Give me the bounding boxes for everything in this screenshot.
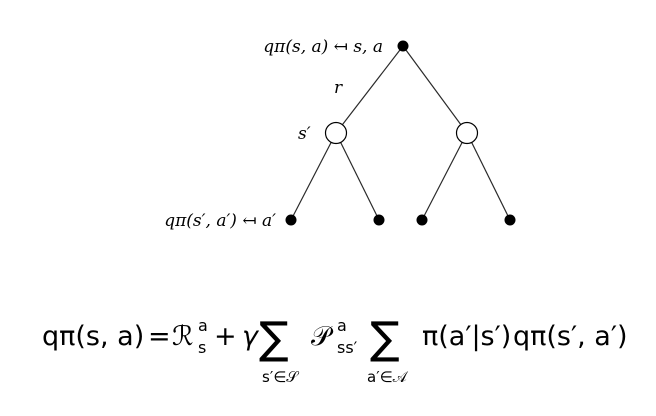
edge-left-leaf2	[335, 132, 380, 221]
equation-equals: =	[148, 321, 171, 352]
root-action-node	[397, 40, 409, 52]
state-node-left	[324, 121, 348, 145]
gamma-symbol: γ	[242, 321, 260, 352]
state-node-label: s′	[298, 124, 311, 144]
reward-symbol: ℛ	[172, 321, 194, 352]
policy-term: π(a′|s′)	[422, 321, 511, 352]
leaf-action-node-2	[373, 214, 385, 226]
equation-plus: +	[214, 321, 237, 352]
sum-states-subscript: s′∈𝒮	[262, 368, 299, 386]
state-node-right	[455, 121, 479, 145]
tree-edges	[290, 45, 511, 221]
sum-over-actions: ∑	[370, 313, 400, 364]
reward-superscript: a	[198, 316, 208, 335]
leaf-node-label: qπ(s′, a′) ↤ a′	[164, 211, 276, 231]
edge-right-leaf1	[421, 132, 468, 221]
bellman-equation: qπ(s, a) = ℛ a s + γ ∑ s′∈𝒮 𝒫 a ss′ ∑ a′…	[42, 313, 628, 386]
root-node-label: qπ(s, a) ↤ s, a	[263, 37, 383, 57]
sum-over-states: ∑	[259, 313, 289, 364]
edge-root-left	[335, 45, 404, 134]
sum-actions-subscript: a′∈𝒜	[367, 368, 409, 386]
edge-root-right	[402, 45, 468, 134]
reward-subscript: s	[198, 338, 206, 357]
transition-symbol: 𝒫	[311, 321, 334, 352]
edge-right-leaf2	[466, 132, 511, 221]
next-q-term: qπ(s′, a′)	[513, 321, 628, 352]
transition-subscript: ss′	[337, 338, 358, 357]
equation-lhs: qπ(s, a)	[42, 321, 144, 352]
edge-reward-label: r	[334, 78, 343, 98]
leaf-action-node-3	[416, 214, 428, 226]
edge-left-leaf1	[290, 132, 337, 221]
leaf-action-node-1	[285, 214, 297, 226]
leaf-action-node-4	[504, 214, 516, 226]
transition-superscript: a	[337, 316, 347, 335]
